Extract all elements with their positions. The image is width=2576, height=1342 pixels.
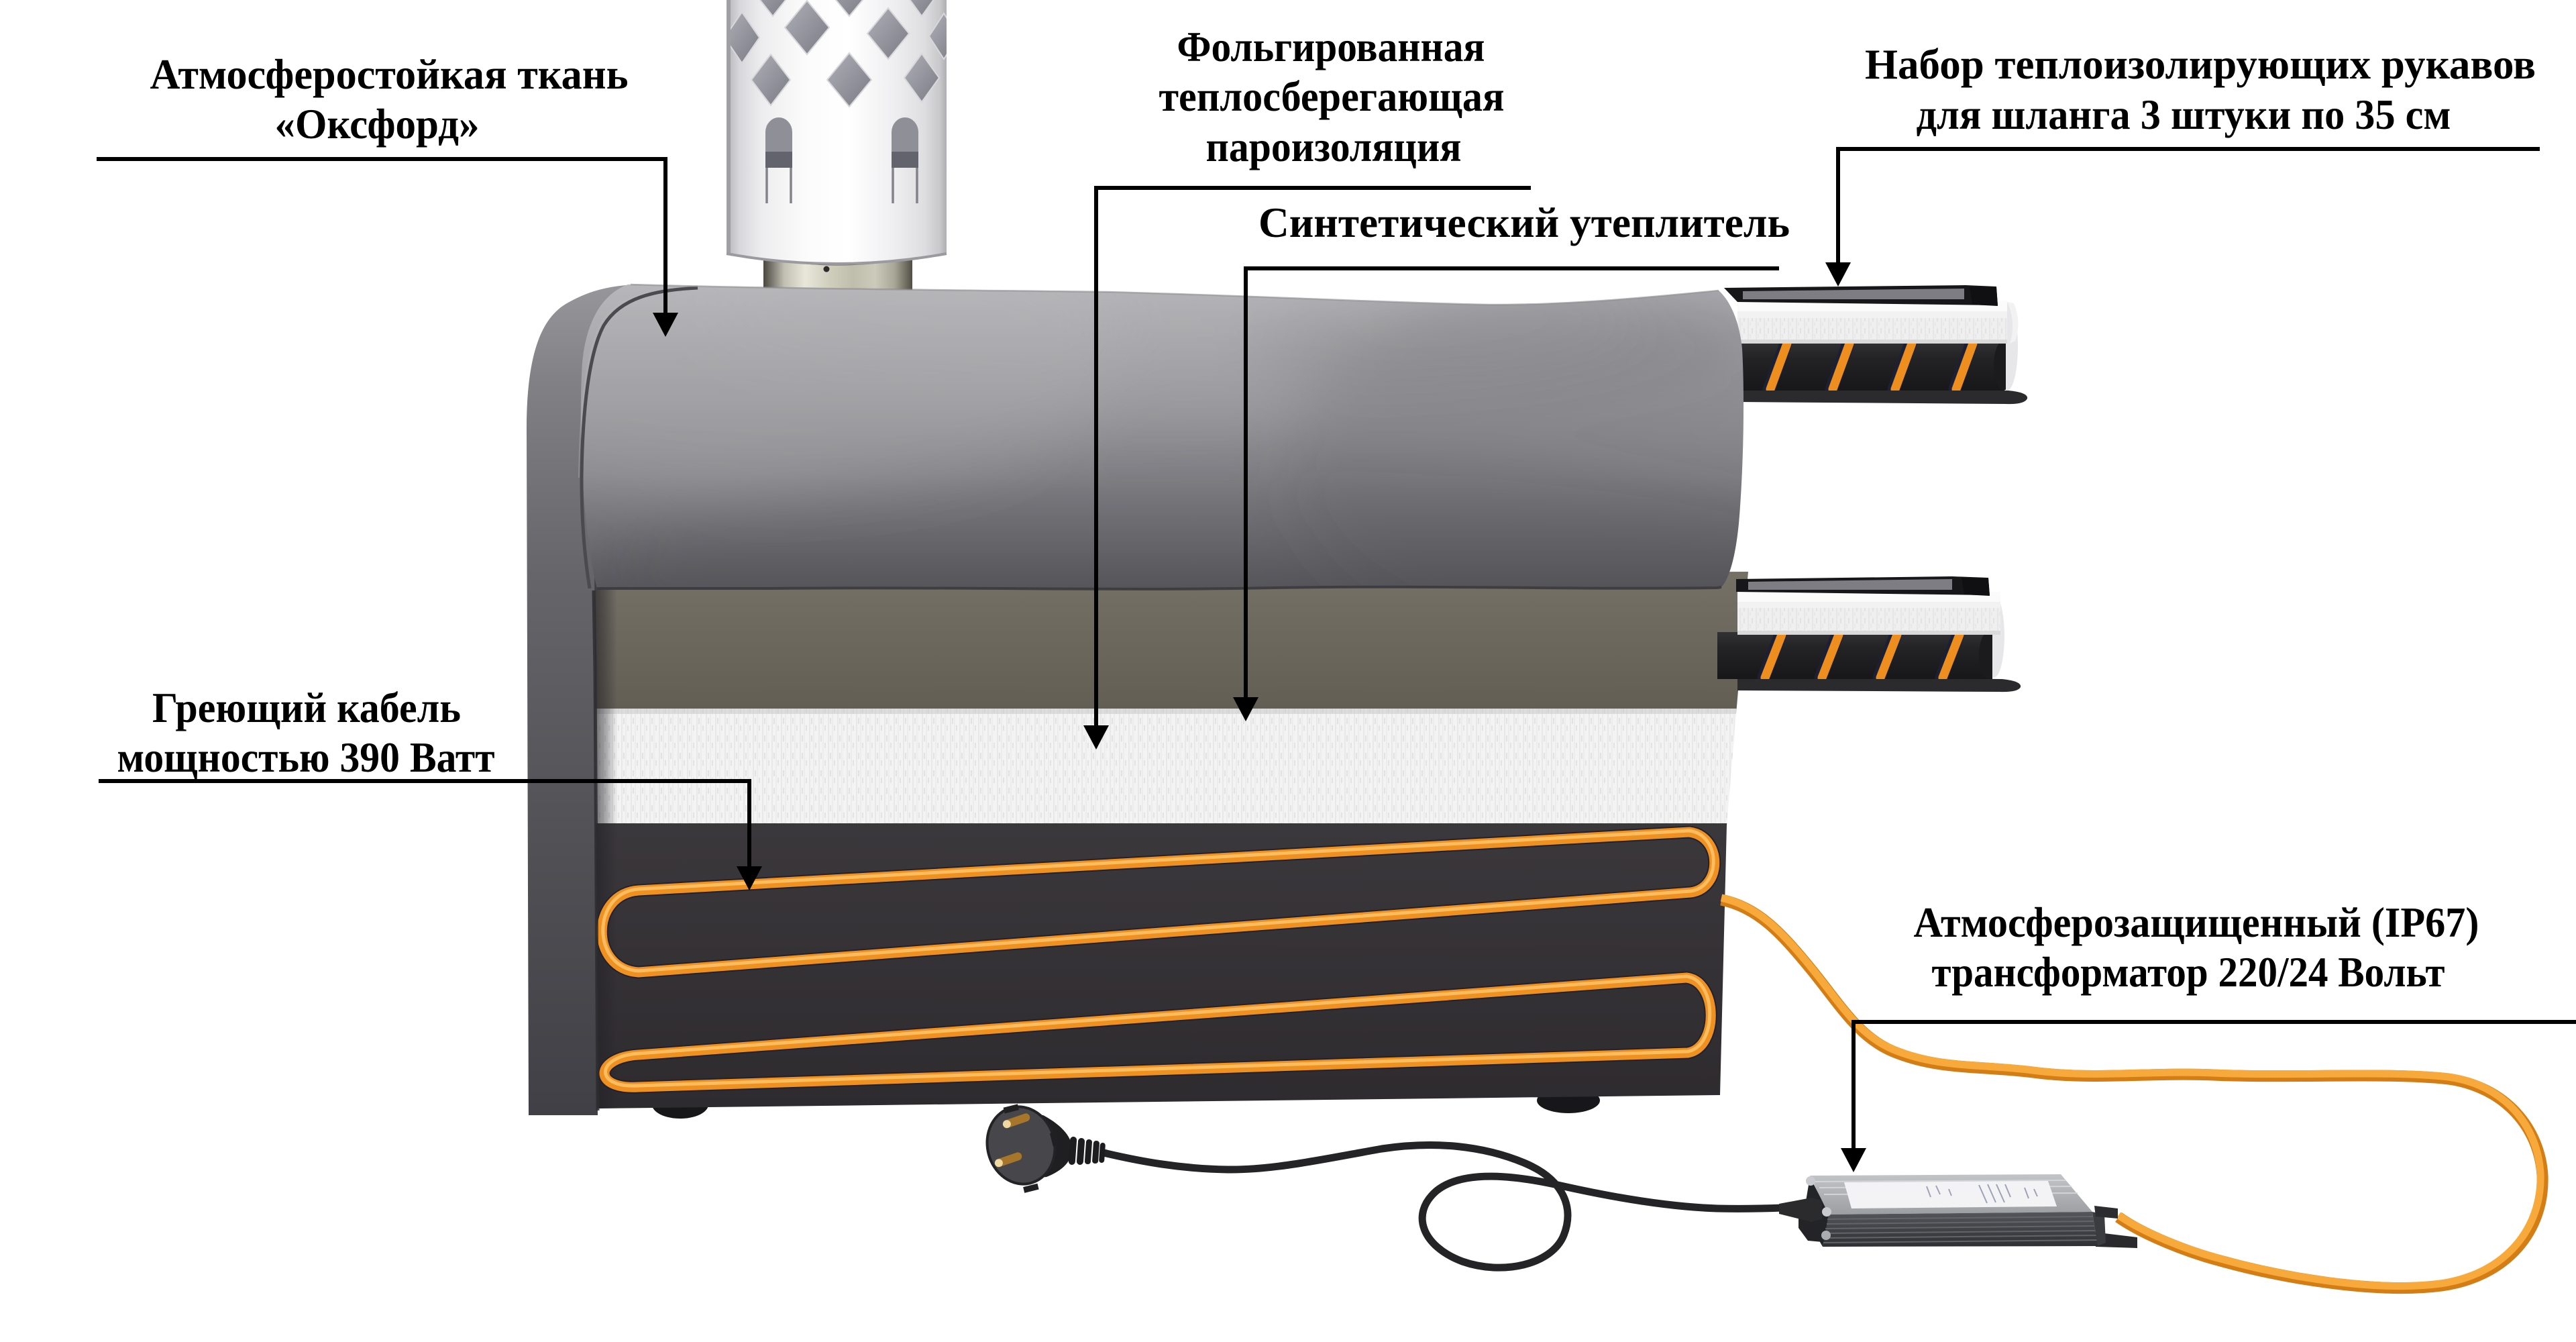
svg-text:теплосберегающая: теплосберегающая xyxy=(1159,72,1505,120)
svg-text:трансформатор 220/24 Вольт: трансформатор 220/24 Вольт xyxy=(1932,948,2445,996)
svg-text:Набор теплоизолирующих рукавов: Набор теплоизолирующих рукавов xyxy=(1865,40,2536,88)
svg-text:Синтетический утеплитель: Синтетический утеплитель xyxy=(1258,199,1790,246)
svg-text:пароизоляция: пароизоляция xyxy=(1206,123,1462,170)
svg-text:мощностью 390 Ватт: мощностью 390 Ватт xyxy=(117,733,495,781)
svg-text:«Оксфорд»: «Оксфорд» xyxy=(275,100,480,148)
svg-text:Греющий кабель: Греющий кабель xyxy=(152,684,461,731)
svg-text:для шланга 3 штуки по 35 см: для шланга 3 штуки по 35 см xyxy=(1917,91,2451,138)
svg-text:Атмосферозащищенный (IP67): Атмосферозащищенный (IP67) xyxy=(1914,898,2479,946)
svg-text:Фольгированная: Фольгированная xyxy=(1177,23,1485,70)
svg-text:Атмосферостойкая ткань: Атмосферостойкая ткань xyxy=(150,50,629,98)
